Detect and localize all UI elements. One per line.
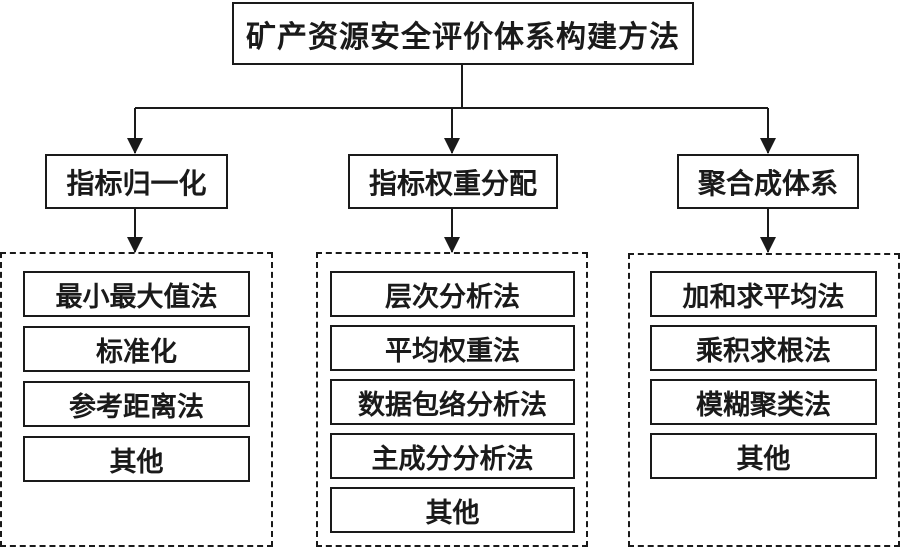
arrowhead-icon	[127, 237, 143, 253]
root-title: 矿产资源安全评价体系构建方法	[246, 19, 680, 55]
methods-group-weighting	[316, 252, 588, 547]
method-box: 其他	[330, 487, 575, 533]
method-box: 标准化	[23, 326, 250, 372]
category-label: 指标权重分配	[368, 166, 537, 200]
category-box-weighting: 指标权重分配	[348, 154, 558, 209]
method-label: 其他	[109, 446, 164, 478]
method-box: 其他	[23, 436, 250, 482]
category-label: 指标归一化	[66, 166, 207, 200]
method-label: 最小最大值法	[55, 281, 218, 313]
method-box: 数据包络分析法	[330, 379, 575, 425]
arrowhead-icon	[127, 138, 143, 154]
method-box: 加和求平均法	[650, 271, 877, 317]
method-box: 其他	[650, 433, 877, 479]
methods-group-aggregation	[628, 253, 900, 547]
method-box: 模糊聚类法	[650, 379, 877, 425]
method-label: 其他	[425, 497, 480, 529]
method-box: 层次分析法	[330, 271, 575, 317]
method-label: 标准化	[96, 336, 177, 368]
method-label: 数据包络分析法	[358, 389, 547, 421]
method-label: 主成分分析法	[371, 443, 534, 475]
arrowhead-icon	[760, 138, 776, 154]
method-label: 其他	[736, 443, 791, 475]
method-label: 乘积求根法	[696, 335, 831, 367]
arrowhead-icon	[760, 237, 776, 253]
category-label: 聚合成体系	[697, 166, 838, 200]
arrowhead-icon	[444, 237, 460, 253]
category-box-normalization: 指标归一化	[45, 154, 228, 209]
method-box: 主成分分析法	[330, 433, 575, 479]
method-box: 平均权重法	[330, 325, 575, 371]
method-label: 加和求平均法	[682, 281, 845, 313]
method-label: 层次分析法	[385, 281, 520, 313]
method-box: 最小最大值法	[23, 271, 250, 317]
method-label: 平均权重法	[385, 335, 520, 367]
arrowhead-icon	[444, 138, 460, 154]
category-box-aggregation: 聚合成体系	[677, 154, 859, 209]
method-box: 乘积求根法	[650, 325, 877, 371]
root-title-box: 矿产资源安全评价体系构建方法	[232, 2, 694, 65]
methods-group-normalization	[0, 252, 273, 547]
method-box: 参考距离法	[23, 381, 250, 427]
method-label: 模糊聚类法	[696, 389, 831, 421]
method-label: 参考距离法	[69, 391, 204, 423]
